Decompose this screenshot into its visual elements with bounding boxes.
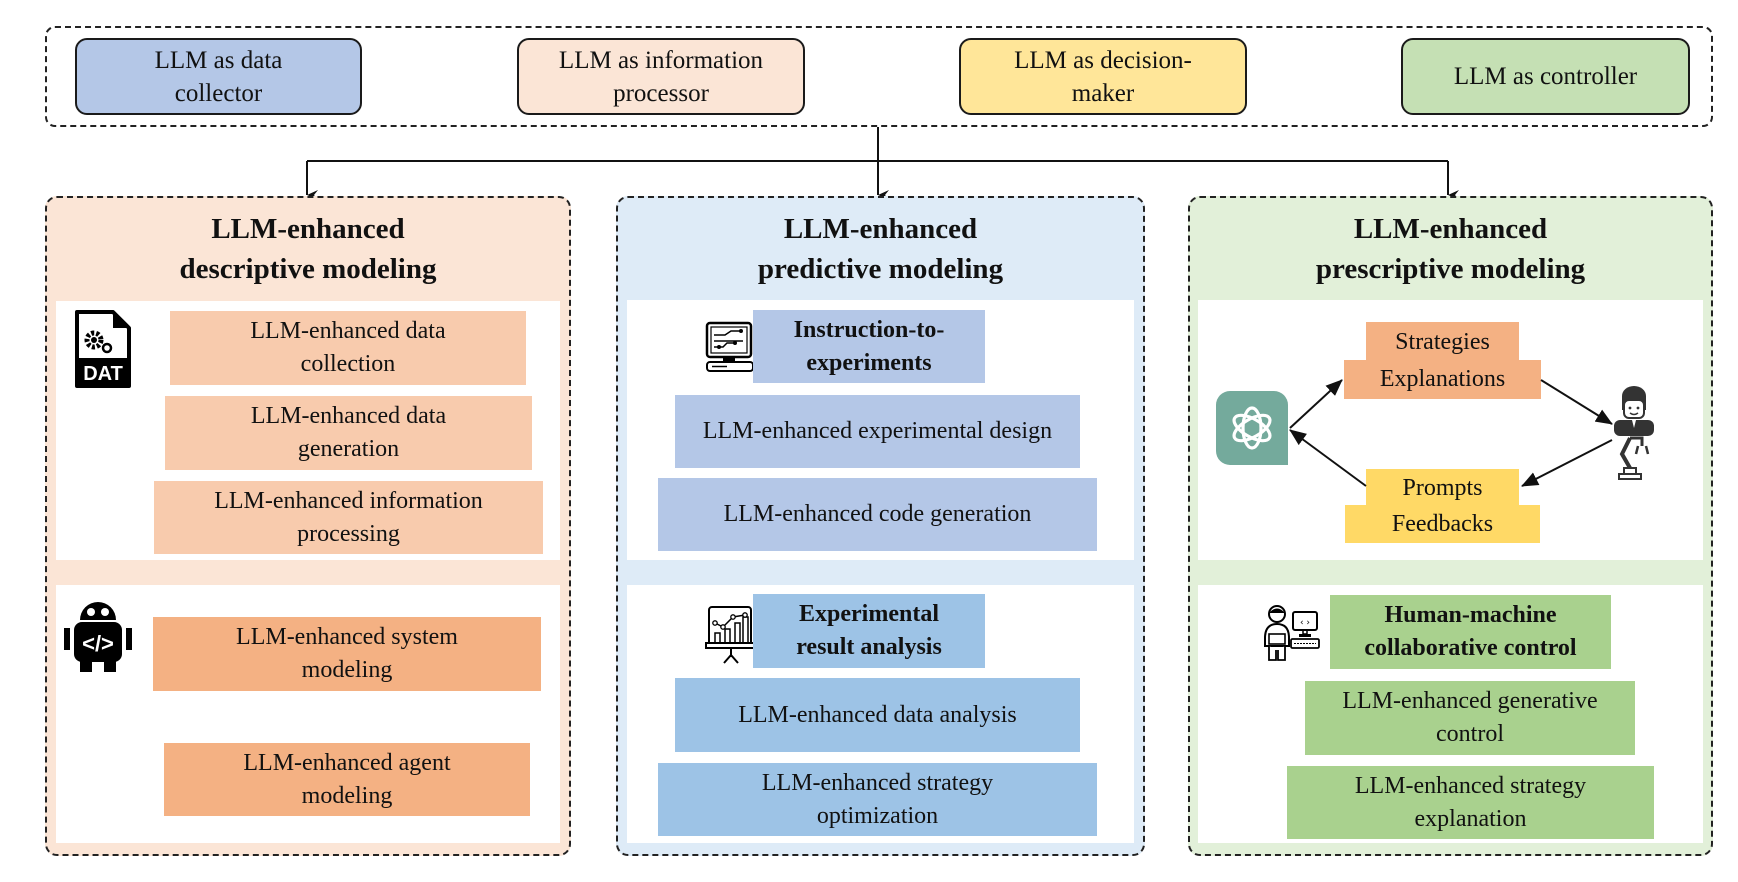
svg-text:DAT: DAT <box>83 363 123 385</box>
human-computer-icon: ‹ › <box>1264 605 1320 661</box>
presentation-chart-icon <box>705 606 757 664</box>
role-label: LLM as controller <box>1453 63 1638 90</box>
arrow-prompts-to-llm <box>1289 429 1367 487</box>
header-instruction-to-experiments: Instruction-to-experiments <box>753 310 985 383</box>
arrow-human-to-prompts <box>1521 439 1613 487</box>
svg-text:‹ ›: ‹ › <box>1300 618 1310 628</box>
arrow-strategies-to-human <box>1540 379 1613 425</box>
item-strategy-optimization: LLM-enhanced strategy optimization <box>658 763 1097 836</box>
svg-text:</>: </> <box>82 631 114 656</box>
panel-title-predictive: LLM-enhanced predictive modeling <box>757 213 1004 285</box>
item-agent-modeling: LLM-enhanced agent modeling <box>164 743 530 816</box>
role-label: LLM as information processor <box>558 46 764 107</box>
arrow-llm-to-strategies <box>1289 379 1343 429</box>
item-system-modeling: LLM-enhanced system modeling <box>153 617 541 691</box>
item-data-analysis: LLM-enhanced data analysis <box>675 678 1080 752</box>
human-robot-arm-icon <box>1614 386 1654 480</box>
item-data-collection: LLM-enhanced data collection <box>170 311 526 385</box>
role-decision-maker: LLM as decision-maker <box>959 38 1247 115</box>
label-strategies: Strategies <box>1395 329 1490 355</box>
robot-code-icon: </> <box>64 602 132 672</box>
item-code-generation: LLM-enhanced code generation <box>658 478 1097 551</box>
item-strategy-explanation: LLM-enhanced strategy explanation <box>1287 766 1654 839</box>
item-generative-control: LLM-enhanced generative control <box>1305 681 1635 755</box>
role-data-collector: LLM as data collector <box>75 38 362 115</box>
item-data-generation: LLM-enhanced data generation <box>165 396 532 470</box>
panel-title-descriptive: LLM-enhanced descriptive modeling <box>179 213 437 285</box>
prompts-feedbacks-box: Prompts Feedbacks <box>1345 469 1540 543</box>
panel-title-prescriptive: LLM-enhanced prescriptive modeling <box>1315 213 1586 285</box>
label-explanations: Explanations <box>1379 366 1506 392</box>
role-label: LLM as decision-maker <box>1014 46 1192 107</box>
openai-logo-icon <box>1216 391 1288 465</box>
label-prompts: Prompts <box>1402 475 1483 501</box>
dat-file-icon: DAT <box>75 310 131 388</box>
item-experimental-design: LLM-enhanced experimental design <box>675 395 1080 468</box>
header-human-machine-control: Human-machine collaborative control <box>1330 595 1611 669</box>
header-experimental-result-analysis: Experimental result analysis <box>753 594 985 668</box>
role-label: LLM as data collector <box>154 46 283 107</box>
role-controller: LLM as controller <box>1401 38 1690 115</box>
role-information-processor: LLM as information processor <box>517 38 805 115</box>
item-information-processing: LLM-enhanced information processing <box>154 481 543 554</box>
computer-circuit-icon <box>705 321 754 372</box>
strategies-explanations-box: Strategies Explanations <box>1344 322 1541 399</box>
label-feedbacks: Feedbacks <box>1391 511 1494 537</box>
llm-roles-container <box>45 26 1713 127</box>
